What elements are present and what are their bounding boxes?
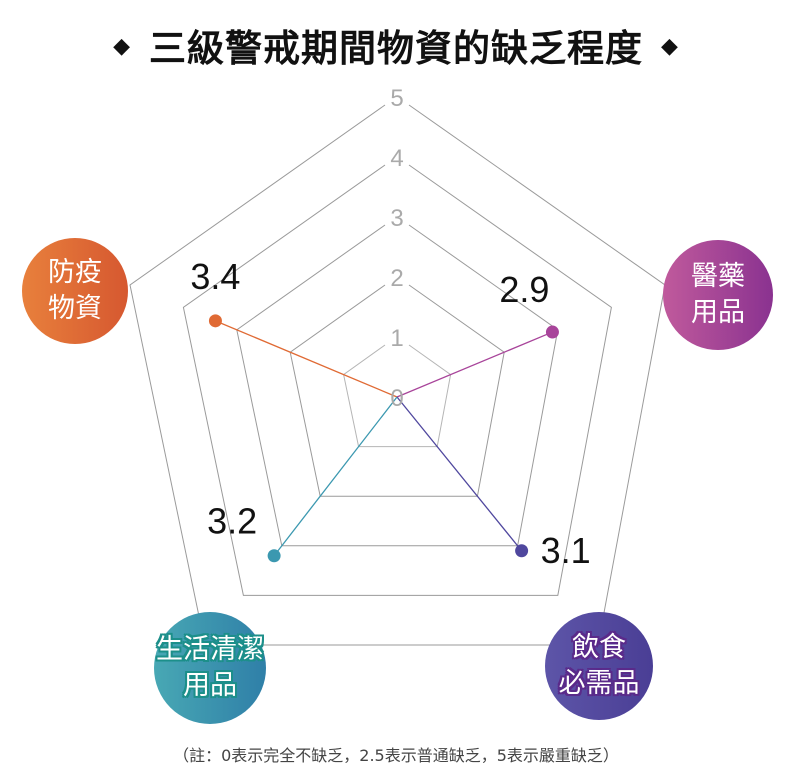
ring-tick-5: 5 — [390, 85, 403, 112]
grid-ring-5 — [129, 104, 666, 646]
value-label-food: 3.1 — [541, 530, 591, 571]
chart-title-text: 三級警戒期間物資的缺乏程度 — [149, 27, 643, 70]
category-bubble-epidemic-supplies: 防疫物資 — [22, 238, 128, 344]
value-label-epidemic: 3.4 — [190, 256, 240, 297]
category-label-line2: 用品 — [691, 297, 745, 328]
category-bubble-food-necessities: 飲食必需品 — [545, 612, 653, 720]
diamond-ornament-icon: ◆ — [661, 34, 679, 59]
diamond-ornament-icon: ◆ — [113, 34, 131, 59]
category-label-line1: 飲食 — [572, 632, 626, 663]
series-line-epidemic — [215, 320, 398, 398]
ring-tick-labels: 0 1 2 3 4 5 — [390, 85, 403, 412]
category-bubble-medical-supplies: 醫藥用品 — [663, 240, 773, 350]
ring-tick-2: 2 — [390, 265, 403, 292]
series-line-medical — [396, 331, 553, 398]
value-labels: 3.4 2.9 3.1 3.2 — [190, 256, 590, 571]
ring-tick-3: 3 — [390, 205, 403, 232]
category-label-line1: 生活清潔 — [156, 634, 264, 665]
radar-series — [208, 314, 559, 563]
series-line-food — [396, 396, 523, 552]
ring-tick-0: 0 — [390, 385, 403, 412]
ring-tick-4: 4 — [390, 145, 403, 172]
category-label-line2: 必需品 — [558, 668, 640, 699]
data-point-cleaning — [267, 549, 281, 563]
grid-ring-4 — [182, 164, 612, 596]
footnote: （註：0表示完全不缺乏，2.5表示普通缺乏，5表示嚴重缺乏） — [173, 746, 619, 765]
data-point-epidemic — [208, 314, 222, 328]
data-point-food — [515, 544, 529, 558]
chart-title: ◆ 三級警戒期間物資的缺乏程度 ◆ — [0, 18, 792, 72]
grid-ring-3 — [236, 224, 559, 547]
data-point-medical — [545, 325, 559, 339]
grid-ring-1 — [343, 344, 452, 448]
series-line-cleaning — [273, 396, 398, 557]
category-label-line1: 醫藥 — [691, 261, 745, 292]
category-label-line1: 防疫 — [48, 257, 102, 288]
radar-grid — [129, 104, 666, 646]
category-bubble-cleaning-supplies: 生活清潔用品 — [154, 612, 266, 724]
category-label-line2: 用品 — [183, 670, 237, 701]
grid-ring-2 — [289, 284, 505, 497]
category-label-line2: 物資 — [48, 293, 102, 324]
value-label-cleaning: 3.2 — [207, 501, 257, 542]
value-label-medical: 2.9 — [499, 269, 549, 310]
ring-tick-1: 1 — [390, 325, 403, 352]
